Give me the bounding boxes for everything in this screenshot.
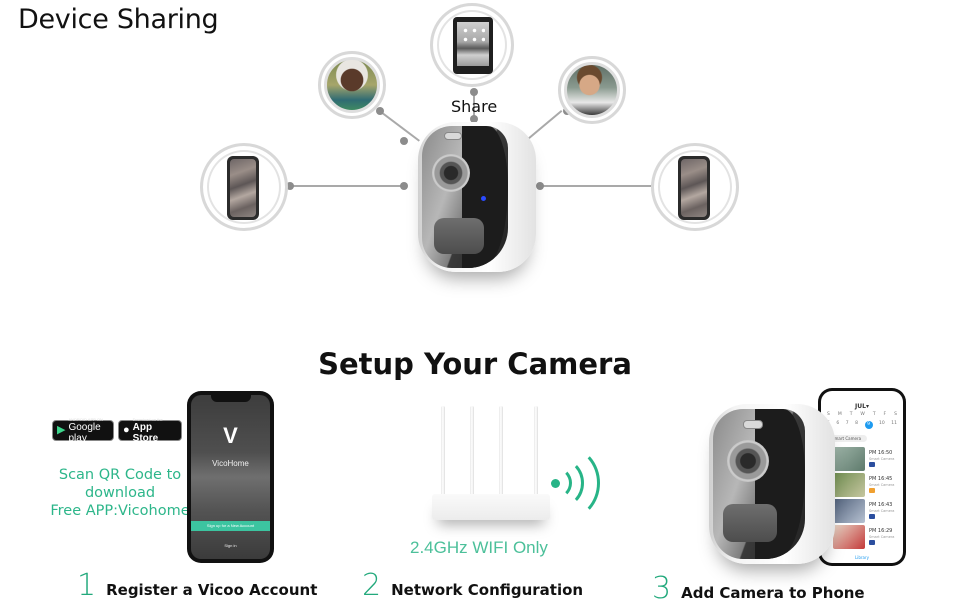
connector-line-upper-left <box>380 111 420 142</box>
camera-pir-sensor <box>723 504 777 542</box>
camera-lens <box>432 154 470 192</box>
shared-user-upper-left <box>318 51 386 119</box>
router-antenna <box>441 406 445 498</box>
vicohome-phone-mockup: V VicoHome Sign up for a New Account Sig… <box>187 391 274 563</box>
step-number: 3 <box>652 571 672 600</box>
shared-device-phone-right <box>651 143 739 231</box>
event-list-item[interactable]: PM 16:43 Smart Camera <box>833 499 899 525</box>
shared-user-upper-right <box>558 56 626 124</box>
camera-status-led <box>481 196 486 201</box>
connector-dot <box>470 115 478 123</box>
event-list-item[interactable]: PM 16:45 Smart Camera <box>833 473 899 499</box>
wifi-requirement-note: 2.4GHz WIFI Only <box>410 538 548 557</box>
user-avatar-icon <box>324 57 380 113</box>
shared-device-tablet-top <box>430 3 514 87</box>
google-play-icon: ▶ <box>57 424 66 436</box>
step-number: 2 <box>362 568 382 600</box>
section-title-setup: Setup Your Camera <box>318 347 632 381</box>
step-label: Network Configuration <box>391 581 584 599</box>
scan-qr-instructions: Scan QR Code to download Free APP:Vicoho… <box>50 467 190 519</box>
security-camera-image <box>418 122 536 272</box>
step-number: 1 <box>77 568 97 600</box>
step-label: Register a Vicoo Account <box>106 581 318 599</box>
security-camera-image <box>709 404 835 564</box>
app-store-badge[interactable]: ● Download on the App Store <box>118 417 182 444</box>
camera-flash <box>743 420 763 429</box>
connector-line-right <box>540 185 652 187</box>
camera-lens <box>727 440 769 482</box>
connector-dot <box>376 107 384 115</box>
connector-dot <box>400 137 408 145</box>
step-3-caption: 3 Add Camera to Phone <box>652 574 865 600</box>
section-title-device-sharing: Device Sharing <box>18 4 219 35</box>
phone-icon <box>678 156 710 220</box>
phone-icon <box>227 156 259 220</box>
camera-filter-chip[interactable]: Smart Camera <box>826 435 868 442</box>
camera-flash <box>444 132 462 140</box>
calendar-month[interactable]: JUL▾ <box>855 403 869 410</box>
shared-device-phone-left <box>200 143 288 231</box>
app-name: VicoHome <box>212 459 249 468</box>
share-label: Share <box>451 97 498 116</box>
router-antenna <box>499 406 503 498</box>
router-antenna <box>534 406 538 498</box>
camera-pir-sensor <box>434 218 484 254</box>
connector-dot <box>536 182 544 190</box>
connector-dot <box>400 182 408 190</box>
tablet-icon <box>453 17 493 74</box>
event-list-item[interactable]: PM 16:29 Smart Camera <box>833 525 899 551</box>
connector-line-upper-right <box>527 109 563 140</box>
user-avatar-icon <box>564 62 620 118</box>
calendar-dates[interactable]: 567891011 <box>827 421 897 429</box>
signup-button[interactable]: Sign up for a New Account <box>191 521 270 531</box>
connector-line-left <box>292 185 404 187</box>
router-antenna <box>470 406 474 498</box>
step-label: Add Camera to Phone <box>681 584 865 600</box>
apple-icon: ● <box>123 424 130 436</box>
wifi-wave <box>534 446 600 520</box>
connector-dot <box>286 182 294 190</box>
step-2-caption: 2 Network Configuration <box>362 571 583 600</box>
wifi-router-image <box>432 494 550 520</box>
tab-library[interactable]: Library <box>855 555 869 560</box>
google-play-badge[interactable]: ▶ ANDROID APP ON Google play <box>52 417 114 444</box>
signin-link[interactable]: Sign in <box>224 543 237 548</box>
event-list-item[interactable]: PM 16:50 Smart Camera <box>833 447 899 473</box>
connector-dot <box>470 88 478 96</box>
step-1-caption: 1 Register a Vicoo Account <box>77 571 317 600</box>
vicohome-logo-icon: V <box>223 423 238 448</box>
